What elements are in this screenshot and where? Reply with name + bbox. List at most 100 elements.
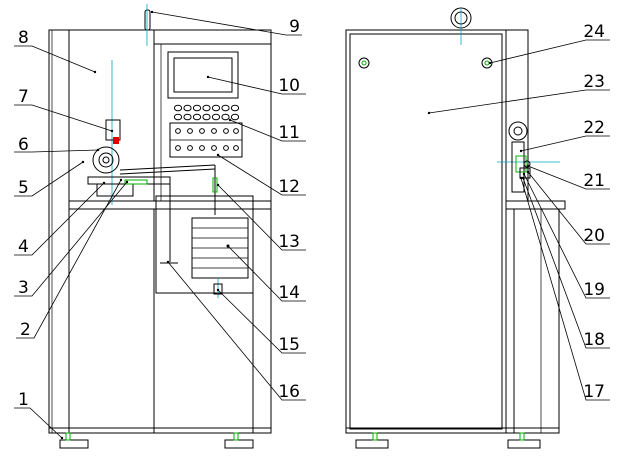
keypad-key <box>211 104 221 112</box>
part-label-20: 20 <box>583 226 605 246</box>
platform-slide <box>124 179 148 185</box>
part-label-16: 16 <box>278 382 300 402</box>
front-foot-left <box>59 432 89 449</box>
leader-line-23 <box>428 89 610 114</box>
leader-line-14 <box>227 245 306 302</box>
panel-knob <box>175 128 181 134</box>
part-label-17: 17 <box>583 382 605 402</box>
part-label-24: 24 <box>583 22 605 42</box>
keypad-key <box>202 113 211 121</box>
leader-dot-14 <box>226 244 230 248</box>
part-label-1: 1 <box>18 390 29 410</box>
leader-line-5 <box>14 161 84 197</box>
panel-knob <box>199 128 205 134</box>
panel-knob <box>211 128 217 134</box>
load-arm <box>119 164 216 171</box>
keypad-key <box>230 104 240 112</box>
part-label-2: 2 <box>20 320 31 340</box>
leader-line-4 <box>14 182 105 256</box>
keypad-key <box>183 104 192 112</box>
drive-wheel-hub <box>102 156 110 164</box>
side-clamp <box>519 167 531 179</box>
part-label-9: 9 <box>289 17 300 37</box>
motor-indicator <box>113 137 119 144</box>
front-base <box>48 427 272 434</box>
part-label-23: 23 <box>583 72 605 92</box>
leader-line-7 <box>14 104 113 132</box>
part-label-18: 18 <box>583 330 605 350</box>
leader-dot-2 <box>119 178 123 182</box>
keypad-key <box>202 104 211 112</box>
panel-knob <box>187 145 193 151</box>
front-lifting-hook <box>144 4 151 46</box>
leader-dot-18 <box>521 176 525 180</box>
side-table-top <box>505 200 566 210</box>
keypad-key <box>211 113 221 121</box>
leader-line-18 <box>522 177 610 349</box>
part-label-14: 14 <box>278 283 300 303</box>
panel-knob <box>187 128 193 134</box>
leader-line-22 <box>520 135 610 152</box>
leader-dot-1 <box>60 436 64 440</box>
part-label-10: 10 <box>278 76 300 96</box>
drive-wheel-inner <box>98 152 114 168</box>
part-label-3: 3 <box>18 278 29 298</box>
leader-line-19 <box>523 173 610 299</box>
leader-line-13 <box>217 184 306 251</box>
keypad-key <box>221 113 230 121</box>
keypad-key <box>230 113 240 121</box>
leader-dot-15 <box>216 288 220 292</box>
leader-dot-11 <box>228 118 232 122</box>
side-door <box>349 33 503 430</box>
keypad-key <box>173 104 183 112</box>
part-label-4: 4 <box>18 237 29 257</box>
leader-dot-20 <box>526 170 530 174</box>
part-label-13: 13 <box>278 232 300 252</box>
leader-line-16 <box>167 261 306 401</box>
leader-dot-6 <box>96 148 100 152</box>
leader-line-8 <box>14 45 96 73</box>
display-screen-inner <box>173 57 233 93</box>
panel-knob <box>233 145 239 151</box>
leader-line-10 <box>207 76 306 95</box>
leader-line-2 <box>16 179 122 339</box>
leader-dot-21 <box>526 164 530 168</box>
front-view <box>48 4 272 449</box>
door-bolt-left <box>358 57 370 69</box>
front-upper-enclosure <box>68 29 155 202</box>
display-screen <box>167 51 239 99</box>
keypad-key <box>183 113 192 121</box>
leader-dot-19 <box>522 172 526 176</box>
part-label-6: 6 <box>18 135 29 155</box>
side-foot-left <box>355 432 389 449</box>
leader-line-17 <box>520 177 610 401</box>
leader-dot-22 <box>519 149 523 153</box>
drive-wheel-outer <box>92 146 120 174</box>
weight-stack <box>191 217 249 279</box>
leader-line-6 <box>14 149 99 153</box>
part-label-7: 7 <box>18 87 29 107</box>
leader-line-1 <box>14 407 63 439</box>
part-label-21: 21 <box>583 171 605 191</box>
leader-dot-10 <box>206 75 210 79</box>
keypad <box>173 104 240 121</box>
side-spindle-housing <box>511 141 525 193</box>
leader-dot-24 <box>488 61 492 65</box>
part-label-12: 12 <box>278 177 300 197</box>
weight-hook <box>213 283 223 295</box>
panel-knob <box>223 128 229 134</box>
side-lower-frame <box>513 208 560 434</box>
leader-line-12 <box>217 154 306 196</box>
side-foot-right <box>507 432 541 449</box>
leader-dot-13 <box>216 183 220 187</box>
part-label-11: 11 <box>278 123 300 143</box>
leader-line-11 <box>229 119 306 142</box>
leader-line-3 <box>14 181 128 297</box>
part-label-5: 5 <box>18 178 29 198</box>
leader-dot-8 <box>93 70 97 74</box>
leader-dot-12 <box>216 153 220 157</box>
part-label-19: 19 <box>583 280 605 300</box>
leader-lines <box>14 10 610 440</box>
part-label-8: 8 <box>18 28 29 48</box>
